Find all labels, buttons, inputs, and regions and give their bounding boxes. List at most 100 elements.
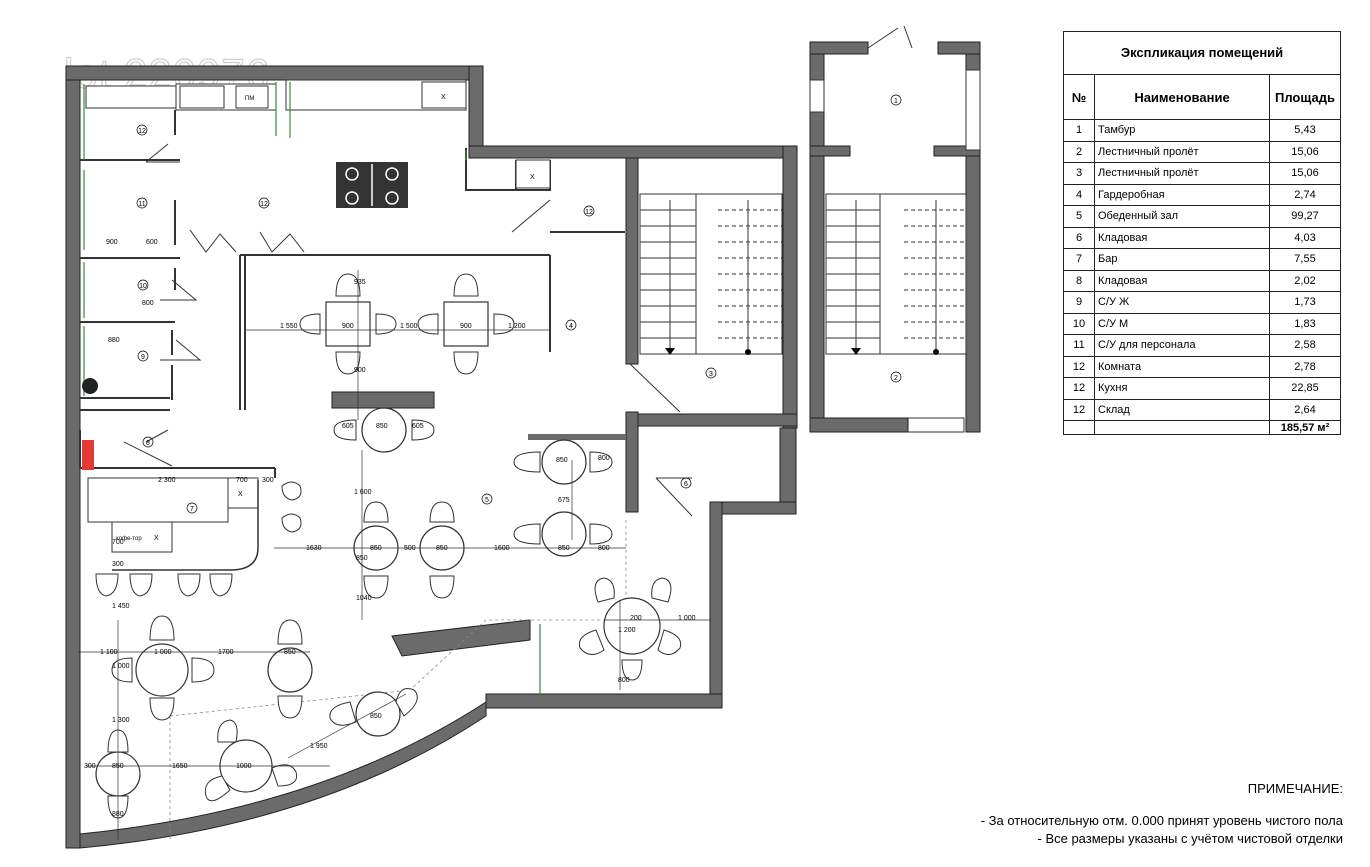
name-cell: Лестничный пролёт [1094,162,1270,185]
bar-counter [87,477,229,523]
header-area: Площадь [1269,74,1341,120]
svg-text:1650: 1650 [172,763,188,770]
name-cell: С/У Ж [1094,291,1270,314]
svg-text:6: 6 [684,481,688,488]
svg-text:700: 700 [236,477,248,484]
bar-equipment [227,477,259,509]
table-title: Экспликация помещений [1063,31,1341,74]
note-title: ПРИМЕЧАНИЕ: [1247,781,1343,796]
svg-text:935: 935 [354,279,366,286]
num-cell: 12 [1063,398,1095,421]
area-cell: 2,58 [1269,334,1341,357]
svg-text:850: 850 [376,423,388,430]
note-line: - За относительную отм. 0.000 принят уро… [980,813,1343,828]
name-cell: Обеденный зал [1094,205,1270,228]
svg-text:11: 11 [138,201,145,208]
tables [95,301,661,797]
num-cell: 4 [1063,183,1095,206]
svg-text:3: 3 [709,371,713,378]
x-label-store: X [530,174,535,181]
name-cell: Тамбур [1094,119,1270,142]
svg-text:4: 4 [569,323,573,330]
svg-text:1 000: 1 000 [154,649,172,656]
name-cell: Комната [1094,355,1270,378]
area-cell: 2,78 [1269,355,1341,378]
total-name-cell [1094,420,1270,435]
svg-text:5: 5 [485,497,489,504]
vestibule-window-left [809,79,825,113]
stair2-arrow [851,348,861,355]
num-cell: 2 [1063,140,1095,163]
header-name: Наименование [1094,74,1270,120]
bar-curve [112,480,259,571]
num-cell: 6 [1063,226,1095,249]
svg-text:7: 7 [190,506,194,513]
svg-text:900: 900 [460,323,472,330]
svg-text:600: 600 [146,239,158,246]
total-num-cell [1063,420,1095,435]
num-cell: 8 [1063,269,1095,292]
svg-text:850: 850 [436,545,448,552]
num-cell: 12 [1063,377,1095,400]
svg-text:700: 700 [112,539,124,546]
coffee-machine [111,521,173,553]
svg-text:1600: 1600 [494,545,510,552]
svg-text:300: 300 [84,763,96,770]
stair-arrow [665,348,675,355]
svg-text:1 100: 1 100 [100,649,118,656]
header-num: № [1063,74,1095,120]
area-cell: 15,06 [1269,162,1341,185]
svg-text:800: 800 [598,545,610,552]
kitchen-stove [336,162,408,208]
svg-text:1 300: 1 300 [112,717,130,724]
x-label-bar: X [238,491,243,498]
svg-text:1000: 1000 [236,763,252,770]
name-cell: Склад [1094,398,1270,421]
table-header-row: № Наименование Площадь [1063,74,1341,120]
dimension-texts: 1 550 900 1 500 900 1 200 935 900 605 85… [84,239,696,818]
stair2-bottom-wall [809,417,909,433]
num-cell: 10 [1063,312,1095,335]
svg-text:1 200: 1 200 [508,323,526,330]
svg-text:2 300: 2 300 [158,477,176,484]
note-block: ПРИМЕЧАНИЕ: - За относительную отм. 0.00… [981,780,1343,848]
table-total-row: 185,57 м² [1063,420,1341,435]
svg-text:850: 850 [284,649,296,656]
stair2-window [907,417,965,433]
area-cell: 1,83 [1269,312,1341,335]
area-cell: 15,06 [1269,140,1341,163]
name-cell: Лестничный пролёт [1094,140,1270,163]
wardrobe-rail [528,434,626,440]
room-tag-numbers: 12 12 12 11 10 9 8 7 4 5 6 3 [138,128,713,513]
svg-text:500: 500 [404,545,416,552]
area-cell: 7,55 [1269,248,1341,271]
svg-text:1 950: 1 950 [310,743,328,750]
room-tag-2-circle [890,371,902,383]
staircase-second [825,193,967,355]
svg-text:1 600: 1 600 [354,489,372,496]
svg-text:12: 12 [138,128,146,135]
entrance-door [867,25,913,49]
interior-partitions [79,110,625,478]
name-cell: С/У М [1094,312,1270,335]
green-wall-lines [83,82,541,696]
svg-text:300: 300 [112,561,124,568]
zone-lines [169,520,627,840]
num-cell: 1 [1063,119,1095,142]
svg-text:880: 880 [112,811,124,818]
svg-text:1040: 1040 [356,595,372,602]
room-tags [136,124,717,514]
svg-text:1 500: 1 500 [400,323,418,330]
svg-text:800: 800 [598,455,610,462]
svg-text:900: 900 [106,239,118,246]
area-cell: 2,02 [1269,269,1341,292]
